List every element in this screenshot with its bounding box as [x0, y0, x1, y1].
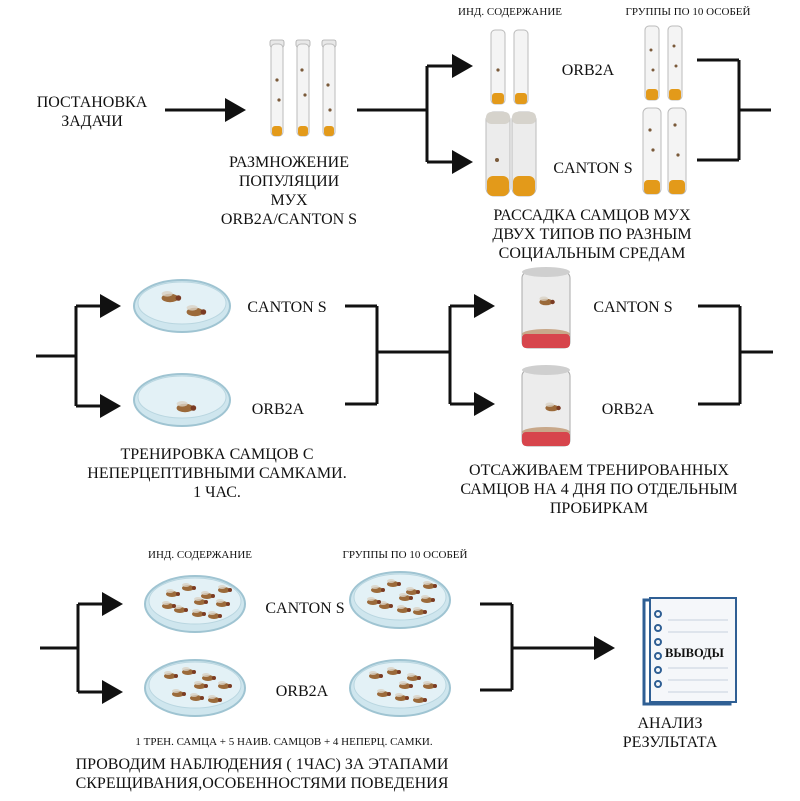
- observe-label: ПРОВОДИМ НАБЛЮДЕНИЯ ( 1ЧАС) ЗА ЭТАПАМИ С…: [75, 756, 449, 792]
- canton-label-bottom: CANTON S: [265, 600, 345, 617]
- canton-ind-vials: [485, 111, 537, 197]
- training-dish-canton: [133, 279, 231, 333]
- dish-orb2a-group: [349, 659, 451, 717]
- branch-row1: [357, 54, 473, 174]
- orb2a-label-train: ORB2A: [251, 401, 305, 418]
- group-header-top: ГРУППЫ ПО 10 ОСОБЕЙ: [625, 6, 751, 18]
- dish-orb2a-ind: [144, 659, 246, 717]
- group-header-bottom: ГРУППЫ ПО 10 ОСОБЕЙ: [342, 549, 468, 561]
- merge-row2: [698, 304, 773, 406]
- canton-label-train: CANTON S: [247, 299, 327, 316]
- orb2a-label-bottom: ORB2A: [275, 683, 329, 700]
- orb2a-group-vials: [644, 25, 683, 101]
- orb2a-ind-vials: [490, 29, 529, 105]
- ind-header-top: ИНД. СОДЕРЖАНИЕ: [458, 6, 562, 18]
- merge-row3: [480, 602, 615, 692]
- breeding-label: РАЗМНОЖЕНИЕ ПОПУЛЯЦИИ МУХ ORB2A/CANTON S: [220, 154, 358, 228]
- branch-row3-left: [40, 592, 123, 704]
- branch-row2-left: [36, 294, 121, 418]
- composition-label: 1 ТРЕН. САМЦА + 5 НАИВ. САМЦОВ + 4 НЕПЕР…: [135, 736, 433, 748]
- seating-label: РАССАДКА САМЦОВ МУХ ДВУХ ТИПОВ ПО РАЗНЫМ…: [492, 207, 692, 262]
- orb2a-label-isolate: ORB2A: [601, 401, 655, 418]
- isolate-label: ОТСАЖИВАЕМ ТРЕНИРОВАННЫХ САМЦОВ НА 4 ДНЯ…: [460, 462, 738, 517]
- orb2a-label-top: ORB2A: [561, 62, 615, 79]
- training-dish-orb2a: [133, 373, 231, 427]
- analysis-label: АНАЛИЗ РЕЗУЛЬТАТА: [622, 715, 718, 751]
- training-label: ТРЕНИРОВКА САМЦОВ С НЕПЕРЦЕПТИВНЫМИ САМК…: [87, 446, 347, 501]
- branch-row2-middle: [345, 294, 495, 416]
- notebook-icon: [642, 597, 737, 706]
- isolation-vial-orb2a: [521, 365, 571, 447]
- notebook-label: ВЫВОДЫ: [665, 646, 724, 660]
- dish-canton-group: [349, 571, 451, 629]
- isolation-vial-canton: [521, 267, 571, 349]
- ind-header-bottom: ИНД. СОДЕРЖАНИЕ: [148, 549, 252, 561]
- task-label: ПОСТАНОВКА ЗАДАЧИ: [36, 94, 148, 130]
- canton-label-isolate: CANTON S: [593, 299, 673, 316]
- canton-group-vials: [642, 107, 687, 195]
- canton-label-top: CANTON S: [553, 160, 633, 177]
- dish-canton-ind: [144, 575, 246, 633]
- merge-row1: [697, 58, 771, 162]
- breeding-vials: [269, 39, 337, 137]
